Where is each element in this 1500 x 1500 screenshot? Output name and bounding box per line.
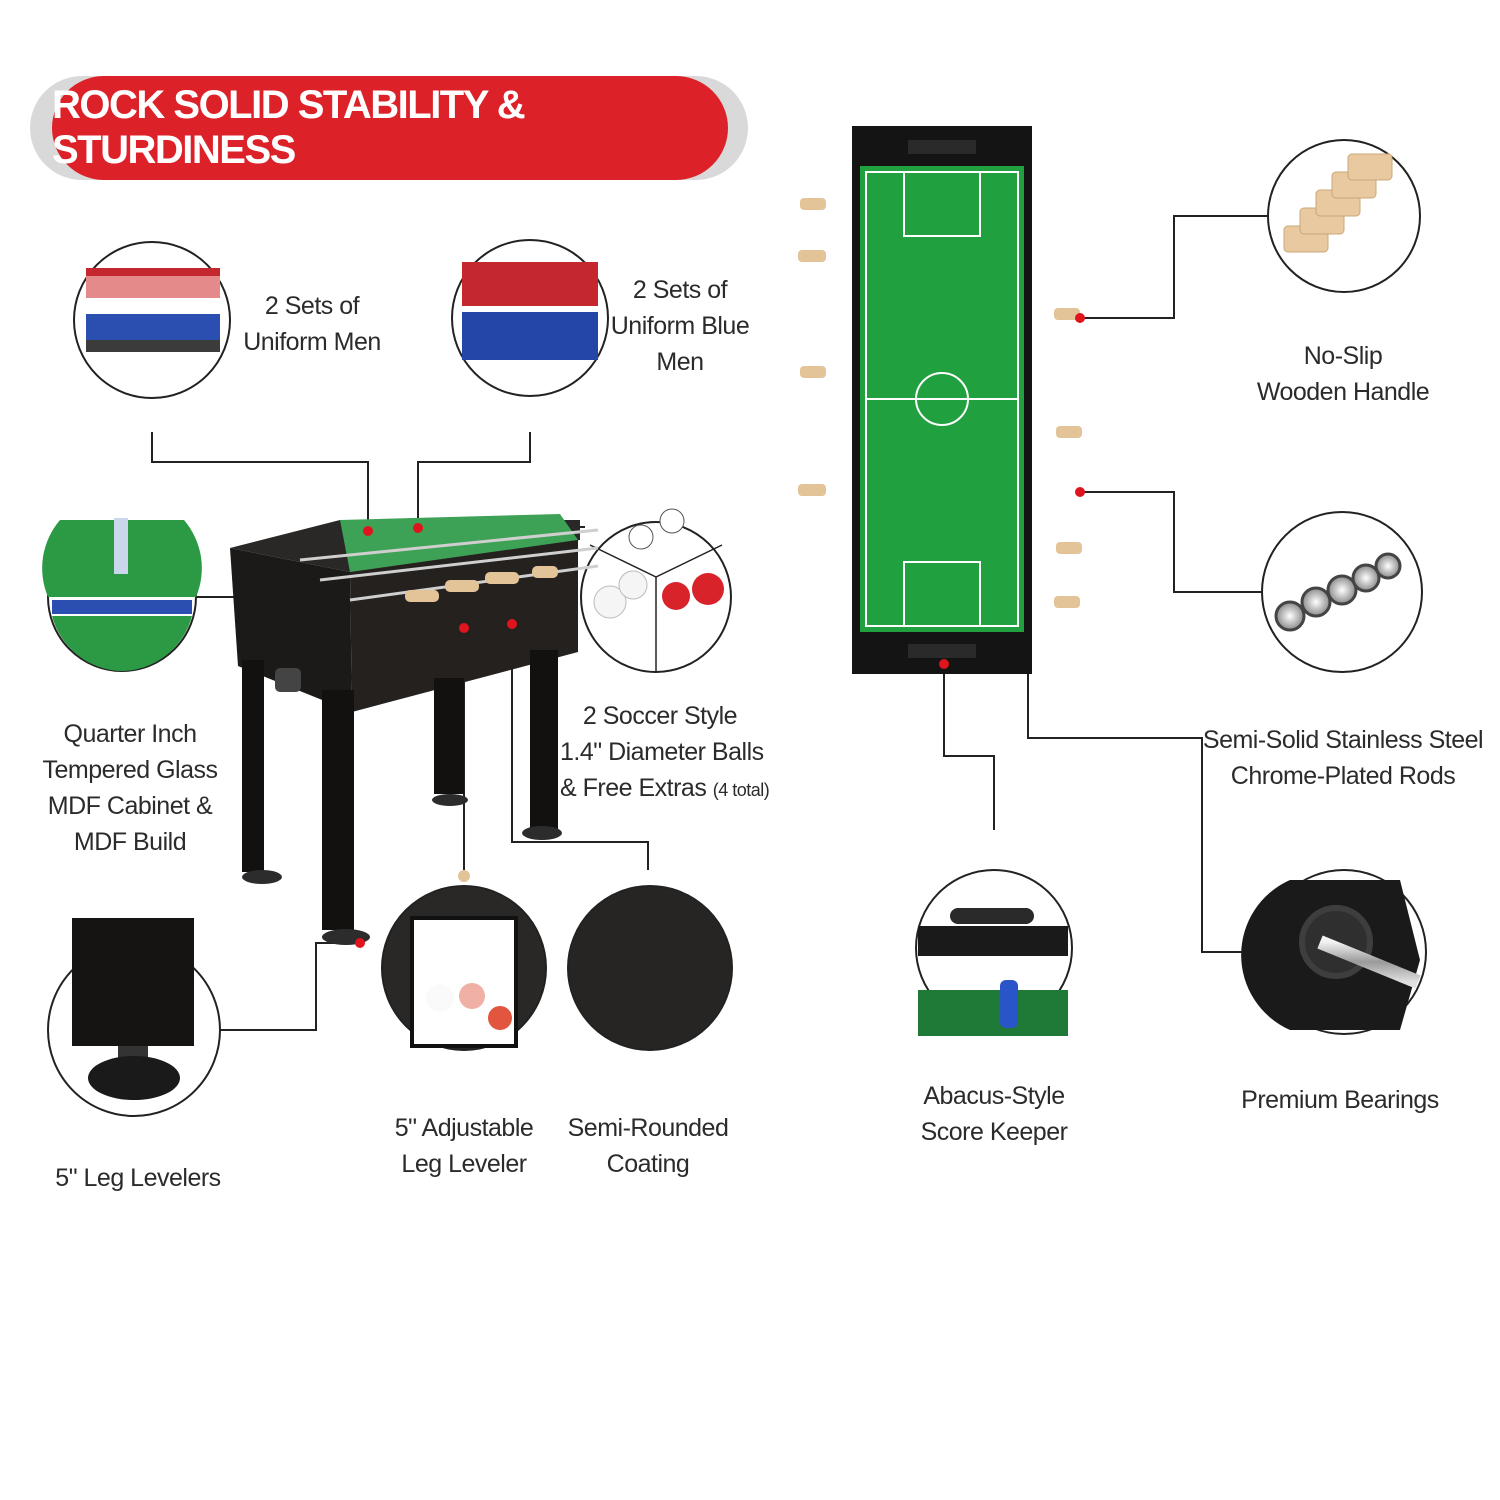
chrome-rods-detail <box>1261 511 1423 673</box>
label-line: MDF Build <box>73 828 187 856</box>
balls-detail <box>580 508 732 673</box>
label-line: Semi-Solid Stainless Steel <box>1202 726 1484 754</box>
foosball-table <box>230 514 599 948</box>
label-line: & Free Extras <box>560 774 707 802</box>
label-line: MDF Cabinet & <box>47 792 213 820</box>
uniform-blue-men-label: 2 Sets of Uniform Blue Men <box>600 272 760 380</box>
uniform-blue-men-detail <box>451 239 609 397</box>
label-line: Leg Leveler <box>401 1150 527 1178</box>
label-line: Chrome-Plated Rods <box>1230 762 1456 790</box>
label-line: 5" Adjustable <box>394 1114 534 1142</box>
label-line: Quarter Inch <box>63 720 197 748</box>
label-line: No-Slip <box>1303 342 1383 370</box>
handle-label: No-Slip Wooden Handle <box>1248 338 1438 410</box>
tempered-glass-label: Quarter Inch Tempered Glass MDF Cabinet … <box>30 716 230 860</box>
bearings-detail <box>1241 869 1427 1035</box>
leg-levelers-label: 5" Leg Levelers <box>40 1160 236 1196</box>
label-line: 2 Soccer Style <box>582 702 738 730</box>
label-line: Tempered Glass <box>42 756 218 784</box>
label-line: Score Keeper <box>920 1118 1068 1146</box>
label-note: (4 total) <box>712 780 770 800</box>
leg-leveler-detail <box>47 918 221 1117</box>
headline-text: ROCK SOLID STABILITY & STURDINESS <box>52 83 526 172</box>
rods-label: Semi-Solid Stainless Steel Chrome-Plated… <box>1202 722 1484 794</box>
label-line: 2 Sets of <box>632 276 728 304</box>
adjustable-leveler-detail <box>381 870 547 1051</box>
label-line: Coating <box>606 1150 690 1178</box>
uniform-men-label: 2 Sets of Uniform Men <box>222 288 402 360</box>
red-men-row <box>86 268 220 298</box>
label-line: Men <box>656 348 704 376</box>
label-line: Uniform Blue <box>610 312 750 340</box>
label-line: Uniform Men <box>243 328 381 356</box>
bearings-label: Premium Bearings <box>1240 1082 1440 1118</box>
label-line: Premium Bearings <box>1241 1086 1439 1114</box>
label-line: Abacus-Style <box>923 1082 1065 1110</box>
tempered-glass-detail <box>42 518 202 672</box>
label-line: 2 Sets of <box>264 292 360 320</box>
label-line: 1.4" Diameter Balls <box>560 738 764 766</box>
uniform-men-detail <box>73 241 231 399</box>
blue-men-row <box>86 314 220 352</box>
score-keeper-label: Abacus-Style Score Keeper <box>904 1078 1084 1150</box>
score-keeper-detail <box>915 869 1073 1036</box>
table-top-view <box>780 126 1108 674</box>
adjustable-leveler-label: 5" Adjustable Leg Leveler <box>374 1110 554 1182</box>
headline-banner: ROCK SOLID STABILITY & STURDINESS <box>52 76 728 180</box>
wooden-handle-detail <box>1267 139 1421 293</box>
label-line: 5" Leg Levelers <box>55 1164 221 1192</box>
coating-detail <box>567 885 733 1051</box>
label-line: Wooden Handle <box>1256 378 1430 406</box>
balls-label: 2 Soccer Style 1.4" Diameter Balls & Fre… <box>560 698 770 808</box>
coating-label: Semi-Rounded Coating <box>558 1110 738 1182</box>
label-line: Semi-Rounded <box>567 1114 729 1142</box>
